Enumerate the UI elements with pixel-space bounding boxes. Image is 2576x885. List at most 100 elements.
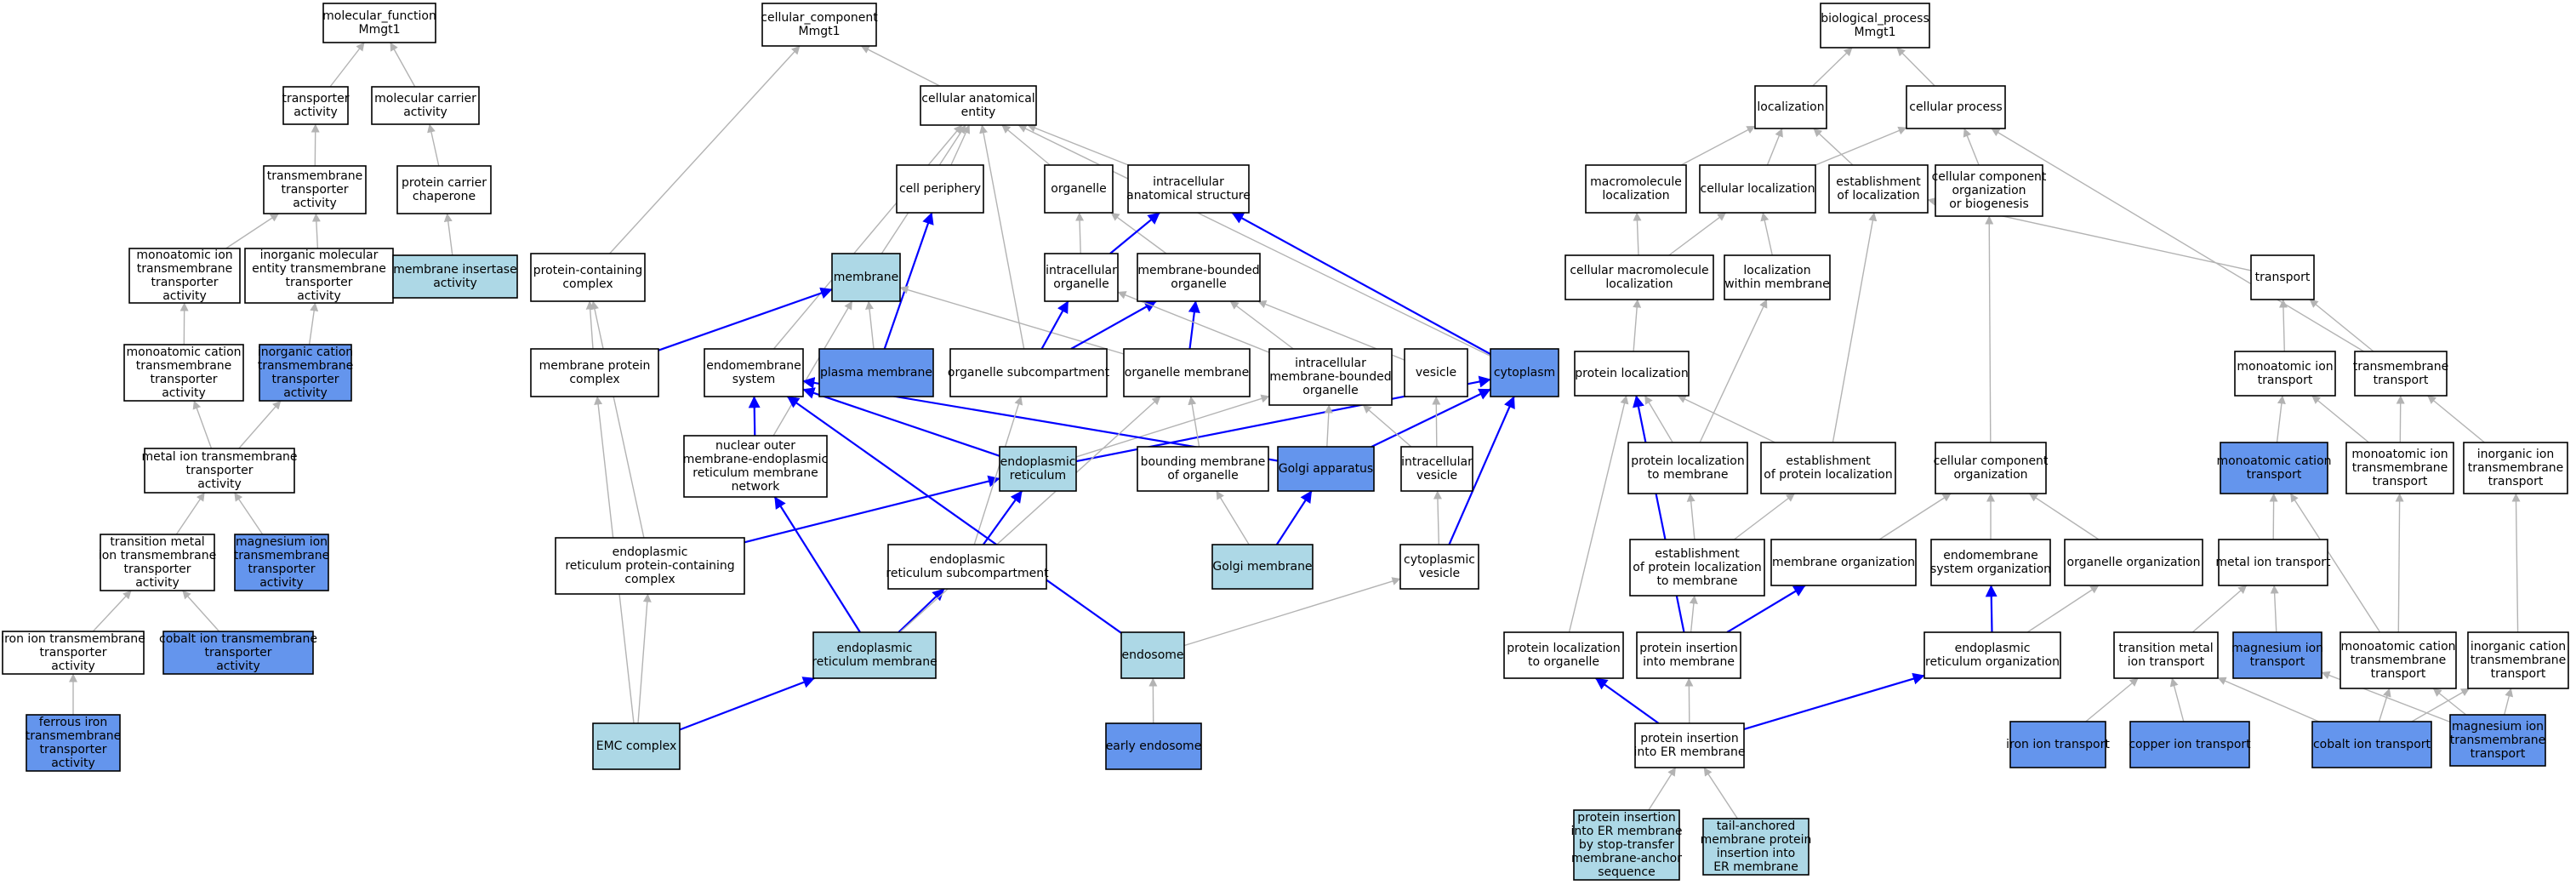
node-box xyxy=(2,631,145,675)
node-golgi_membrane[interactable]: Golgi membrane xyxy=(1211,544,1314,590)
node-organelle_membrane[interactable]: organelle membrane xyxy=(1123,348,1251,397)
node-label-line: establishment xyxy=(1836,175,1921,189)
edge-tail_anchored_insertion-to-protein_insertion_into_er_membrane xyxy=(1703,767,1738,819)
node-label-line: Golgi membrane xyxy=(1212,560,1312,574)
node-magnesium_ion_tt_activity[interactable]: magnesium iontransmembranetransporteract… xyxy=(234,534,330,591)
node-label-line: magnesium ion xyxy=(2452,720,2544,734)
node-protein_localization[interactable]: protein localization xyxy=(1574,351,1690,397)
edge-cobalt_ion_transport-to-transition_metal_ion_transport xyxy=(2217,677,2320,722)
node-vesicle[interactable]: vesicle xyxy=(1404,348,1468,397)
node-inorganic_cation_tt_activity[interactable]: inorganic cationtransmembranetransporter… xyxy=(258,344,354,402)
edge-magnesium_ion_tt_activity-to-metal_ion_tt_activity xyxy=(234,492,264,535)
node-ferrous_iron_tt_activity[interactable]: ferrous irontransmembranetransporteracti… xyxy=(26,714,122,772)
edge-copper_ion_transport-to-transition_metal_ion_transport xyxy=(2169,677,2185,722)
node-iron_ion_tt_activity[interactable]: iron ion transmembranetransporteractivit… xyxy=(1,631,145,675)
node-cell_periphery[interactable]: cell periphery xyxy=(896,164,984,214)
node-emc_complex[interactable]: EMC complex xyxy=(592,722,681,770)
node-box xyxy=(1127,164,1250,214)
node-label-line: protein insertion xyxy=(1639,642,1737,655)
node-organelle_organization[interactable]: organelle organization xyxy=(2064,539,2203,586)
node-organelle[interactable]: organelle xyxy=(1044,164,1114,214)
node-plasma_membrane[interactable]: plasma membrane xyxy=(818,348,934,397)
node-copper_ion_transport[interactable]: copper ion transport xyxy=(2129,721,2251,768)
node-cytoplasm[interactable]: cytoplasm xyxy=(1490,348,1559,397)
node-metal_ion_transport[interactable]: metal ion transport xyxy=(2215,539,2331,586)
node-membrane_organization[interactable]: membrane organization xyxy=(1770,539,1917,586)
node-box xyxy=(1123,348,1251,397)
node-box xyxy=(530,348,659,397)
node-monoatomic_cation_tt_activity[interactable]: monoatomic cationtransmembranetransporte… xyxy=(123,344,244,402)
node-cellular_localization[interactable]: cellular localization xyxy=(1699,164,1816,214)
node-metal_ion_tt_activity[interactable]: metal ion transmembranetransporteractivi… xyxy=(141,448,298,494)
node-cellular_process[interactable]: cellular process xyxy=(1906,85,2006,129)
node-endosome[interactable]: endosome xyxy=(1120,631,1185,679)
node-cobalt_ion_tt_activity[interactable]: cobalt ion transmembranetransporteractiv… xyxy=(159,631,317,675)
node-monoatomic_ion_tt_activity[interactable]: monoatomic iontransmembranetransporterac… xyxy=(128,248,241,304)
node-localization[interactable]: localization xyxy=(1754,85,1827,129)
edge-plasma_membrane-to-membrane xyxy=(865,300,875,350)
node-membrane[interactable]: membrane xyxy=(831,253,901,302)
node-golgi_apparatus[interactable]: Golgi apparatus xyxy=(1277,446,1375,492)
edge-organelle-to-cellular_anatomical_entity xyxy=(1001,124,1051,166)
node-iron_ion_transport[interactable]: iron ion transport xyxy=(2006,721,2110,768)
node-early_endosome[interactable]: early endosome xyxy=(1105,722,1202,770)
node-label-line: transmembrane xyxy=(137,262,233,276)
node-nuclear_outer_membrane_er_network[interactable]: nuclear outermembrane-endoplasmicreticul… xyxy=(683,435,828,498)
node-cobalt_ion_transport[interactable]: cobalt ion transport xyxy=(2311,721,2432,768)
node-organelle_subcompartment[interactable]: organelle subcompartment xyxy=(948,348,1110,397)
edge-monoatomic_cation_tm_transport-to-monoatomic_ion_tm_transport xyxy=(2395,493,2404,633)
node-transport[interactable]: transport xyxy=(2250,254,2315,300)
